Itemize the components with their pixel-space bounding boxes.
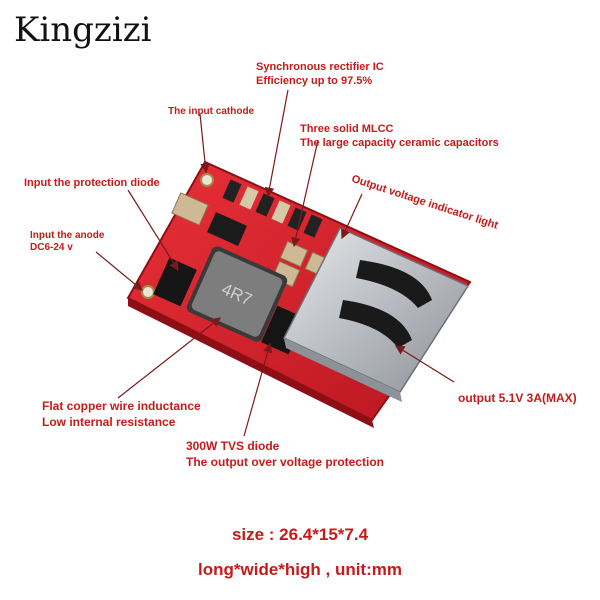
ceramic-capacitor: [171, 192, 209, 226]
callout-mlcc-line1: Three solid MLCC: [300, 123, 394, 135]
size-units: long*wide*high , unit:mm: [198, 560, 402, 579]
callout-input-anode-line2: DC6-24 v: [30, 242, 73, 253]
callout-tvs-line1: 300W TVS diode: [186, 439, 280, 453]
callout-sync-rectifier: Synchronous rectifier IC Efficiency up t…: [256, 60, 384, 88]
callout-mlcc: Three solid MLCC The large capacity cera…: [300, 122, 499, 150]
callout-sync-rectifier-line2: Efficiency up to 97.5%: [256, 75, 373, 87]
rectifier-ic: [206, 212, 248, 246]
callout-protection-diode: Input the protection diode: [24, 177, 160, 189]
protection-diode: [153, 257, 197, 307]
callout-arrows: [95, 89, 455, 437]
usb-port: [282, 227, 470, 402]
brand-title: Kingzizi: [14, 10, 152, 50]
input-cathode-pad: [200, 173, 214, 187]
callout-sync-rectifier-line1: Synchronous rectifier IC: [256, 61, 384, 73]
size-spec: size : 26.4*15*7.4: [231, 525, 369, 544]
callout-tvs-line2: The output over voltage protection: [186, 455, 385, 469]
callout-tvs: 300W TVS diode The output over voltage p…: [186, 438, 384, 470]
callout-input-anode-line1: Input the anode: [30, 230, 105, 241]
callout-mlcc-line2: The large capacity ceramic capacitors: [300, 137, 499, 149]
input-anode-pad: [141, 285, 155, 299]
callout-inductance-line1: Flat copper wire inductance: [42, 399, 201, 413]
callout-input-anode: Input the anode DC6-24 v: [30, 230, 104, 254]
pcb-edge: [128, 298, 374, 428]
callout-inductance: Flat copper wire inductance Low internal…: [42, 398, 201, 430]
callout-inductance-line2: Low internal resistance: [42, 415, 176, 429]
callout-output: output 5.1V 3A(MAX): [458, 391, 577, 405]
smd-resistor-row: [222, 179, 323, 238]
callout-input-cathode: The input cathode: [168, 106, 255, 117]
